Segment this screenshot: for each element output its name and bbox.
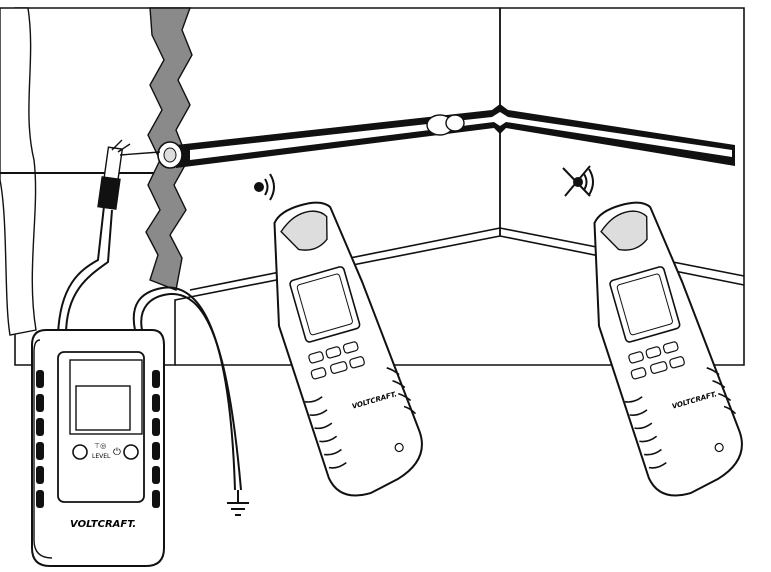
test-leads bbox=[57, 205, 242, 491]
receiver-grip bbox=[304, 367, 417, 469]
ground-symbol-icon bbox=[227, 490, 249, 516]
level-label: LEVEL bbox=[92, 453, 111, 460]
receiver-button[interactable] bbox=[630, 367, 647, 380]
power-icon[interactable] bbox=[714, 442, 724, 453]
signal-waves-icon bbox=[254, 173, 275, 201]
receiver-button[interactable] bbox=[645, 346, 662, 359]
power-icon: ⏻ bbox=[113, 447, 121, 458]
receiver-button[interactable] bbox=[308, 351, 324, 364]
transmitter-brand: VOLTCRAFT. bbox=[70, 519, 136, 530]
receiver-grip bbox=[624, 367, 737, 469]
receiver-button[interactable] bbox=[628, 351, 644, 364]
transmitter-unit: ⊤◎ LEVEL ⏻ VOLTCRAFT. bbox=[31, 329, 165, 567]
buried-cable bbox=[157, 104, 735, 169]
receiver-button[interactable] bbox=[669, 356, 685, 369]
curtain bbox=[0, 7, 37, 336]
receiver-button[interactable] bbox=[329, 361, 348, 374]
transmitter-grip bbox=[36, 370, 160, 508]
receiver-button[interactable] bbox=[662, 341, 679, 354]
level-button[interactable] bbox=[72, 444, 88, 460]
receiver-button[interactable] bbox=[342, 341, 359, 354]
no-signal-icon bbox=[562, 165, 594, 197]
receiver-button[interactable] bbox=[310, 367, 327, 380]
receiver-button[interactable] bbox=[325, 346, 342, 359]
receiver-button[interactable] bbox=[649, 361, 668, 374]
level-glyph: ⊤◎ bbox=[94, 442, 106, 450]
power-button[interactable] bbox=[123, 444, 139, 460]
power-icon[interactable] bbox=[394, 442, 404, 453]
receiver-silent: VOLTCRAFT. bbox=[593, 201, 743, 497]
receiver-button[interactable] bbox=[349, 356, 365, 369]
receiver-detecting: VOLTCRAFT. bbox=[273, 201, 423, 497]
crocodile-clip bbox=[97, 139, 161, 210]
